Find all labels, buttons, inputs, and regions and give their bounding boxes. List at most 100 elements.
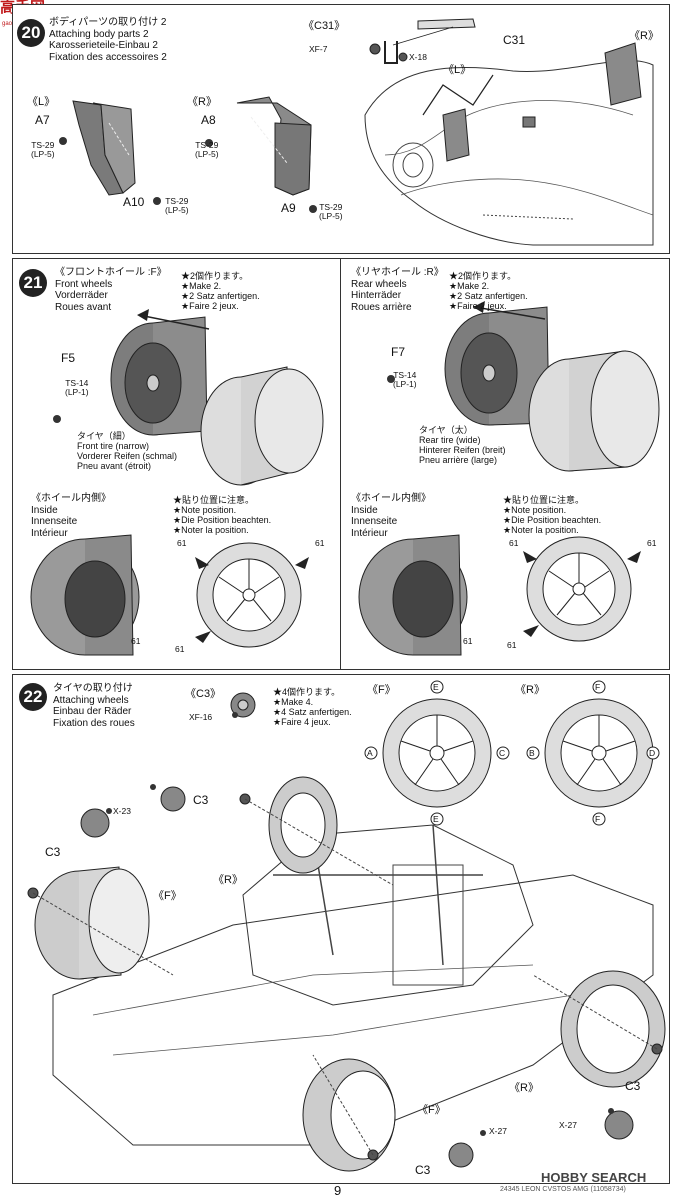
inside-note-de: ★Die Position beachten. bbox=[173, 515, 272, 525]
r-tag: 《R》 bbox=[515, 684, 545, 696]
rear-de: Hinterräder bbox=[351, 290, 402, 301]
inside-tag-jp: 《ホイール内側》 bbox=[351, 493, 431, 504]
letter-d: D bbox=[649, 748, 656, 758]
front-tag-jp: 《フロントホイール :F》 bbox=[55, 267, 167, 278]
a8-label: A8 bbox=[201, 113, 216, 127]
inside-fr: Intérieur bbox=[31, 527, 68, 539]
inside-note-jp: ★貼り位置に注意。 bbox=[173, 495, 255, 505]
front-en: Front wheels bbox=[55, 278, 113, 290]
front-fr: Roues avant bbox=[55, 301, 112, 313]
decal-61: 61 bbox=[509, 538, 519, 548]
inside-fr: Intérieur bbox=[351, 527, 388, 539]
right-tag: 《R》 bbox=[187, 96, 217, 108]
make-de: ★4 Satz anfertigen. bbox=[273, 707, 352, 717]
rear-en: Rear wheels bbox=[351, 278, 407, 290]
c3-label: C3 bbox=[625, 1079, 641, 1093]
inside-note-jp: ★貼り位置に注意。 bbox=[503, 495, 585, 505]
ts29-label: TS-29 bbox=[319, 202, 343, 212]
front-make-jp: ★2個作ります。 bbox=[181, 271, 249, 281]
title-en: Attaching body parts 2 bbox=[49, 28, 149, 40]
view-l: 《L》 bbox=[443, 64, 472, 76]
decal-61: 61 bbox=[131, 636, 141, 646]
xf16-label: XF-16 bbox=[189, 712, 213, 722]
ts29-label: TS-29 bbox=[165, 196, 189, 206]
letter-f: F bbox=[595, 682, 601, 692]
front-make-de: ★2 Satz anfertigen. bbox=[181, 291, 260, 301]
decal-61: 61 bbox=[507, 640, 517, 650]
make-fr: ★Faire 4 jeux. bbox=[273, 717, 331, 727]
front-tire-fr: Pneu avant (étroit) bbox=[77, 461, 152, 471]
inside-note-fr: ★Noter la position. bbox=[503, 525, 579, 535]
c31-label: C31 bbox=[503, 33, 526, 47]
letter-e: E bbox=[433, 814, 439, 824]
a10-label: A10 bbox=[123, 195, 145, 209]
letter-f: F bbox=[595, 814, 601, 824]
title-fr: Fixation des accessoires 2 bbox=[49, 51, 167, 63]
step-21-panel: 21 《フロントホイール :F》 Front wheels Vorderräde… bbox=[12, 258, 670, 670]
x27-label: X-27 bbox=[559, 1120, 577, 1130]
lp1-label: (LP-1) bbox=[393, 379, 417, 389]
step-number: 21 bbox=[19, 269, 47, 297]
inside-en: Inside bbox=[351, 504, 378, 516]
rear-tire-en: Rear tire (wide) bbox=[419, 435, 481, 445]
decal-61: 61 bbox=[647, 538, 657, 548]
ts29-label: TS-29 bbox=[31, 140, 55, 150]
f-tag: 《F》 bbox=[367, 684, 396, 696]
c31-tag: 《C31》 bbox=[303, 20, 346, 32]
decal-61: 61 bbox=[177, 538, 187, 548]
rear-tire-fr: Pneu arrière (large) bbox=[419, 455, 498, 465]
title-jp: ボディパーツの取り付け 2 bbox=[49, 17, 167, 28]
step-number: 22 bbox=[19, 683, 47, 711]
front-tire-jp: タイヤ（細） bbox=[77, 431, 131, 441]
inside-note-en: ★Note position. bbox=[503, 505, 567, 515]
step-20-drawing bbox=[59, 18, 654, 246]
page-number: 9 bbox=[334, 1183, 342, 1198]
c3-tag: 《C3》 bbox=[185, 688, 222, 700]
step-22-drawing bbox=[27, 680, 666, 1172]
rear-make-jp: ★2個作ります。 bbox=[449, 271, 517, 281]
step-number: 20 bbox=[17, 19, 45, 47]
inside-de: Innenseite bbox=[351, 516, 398, 527]
c3-label: C3 bbox=[193, 793, 209, 807]
inside-en: Inside bbox=[31, 504, 58, 516]
inside-note-en: ★Note position. bbox=[173, 505, 237, 515]
rear-fr: Roues arrière bbox=[351, 301, 412, 313]
c3-label: C3 bbox=[45, 845, 61, 859]
c3-label: C3 bbox=[415, 1163, 431, 1177]
lp5-label: (LP-5) bbox=[319, 211, 343, 221]
lp5-label: (LP-5) bbox=[195, 149, 219, 159]
f7-label: F7 bbox=[391, 345, 406, 359]
view-r: 《R》 bbox=[629, 30, 659, 42]
letter-e: E bbox=[433, 682, 439, 692]
r-wheel-tag: 《R》 bbox=[213, 874, 243, 886]
decal-61: 61 bbox=[315, 538, 325, 548]
front-make-fr: ★Faire 2 jeux. bbox=[181, 301, 239, 311]
rear-make-de: ★2 Satz anfertigen. bbox=[449, 291, 528, 301]
ts14-label: TS-14 bbox=[393, 370, 417, 380]
rear-tire-de: Hinterer Reifen (breit) bbox=[419, 445, 506, 455]
title-en: Attaching wheels bbox=[53, 694, 129, 706]
title-de: Einbau der Räder bbox=[53, 706, 132, 717]
product-code: 24345 LEON CVSTOS AMG (11058734) bbox=[500, 1186, 626, 1193]
front-de: Vorderräder bbox=[55, 290, 108, 301]
a9-label: A9 bbox=[281, 201, 296, 215]
inside-note-de: ★Die Position beachten. bbox=[503, 515, 602, 525]
step-22-panel: 22 タイヤの取り付け Attaching wheels Einbau der … bbox=[12, 674, 670, 1184]
front-tire-en: Front tire (narrow) bbox=[77, 441, 150, 451]
a7-label: A7 bbox=[35, 113, 50, 127]
f5-label: F5 bbox=[61, 351, 76, 365]
hobby-search-watermark: HOBBY SEARCH bbox=[541, 1170, 647, 1185]
lp5-label: (LP-5) bbox=[165, 205, 189, 215]
f-wheel-tag: 《F》 bbox=[153, 890, 182, 902]
rear-tire-jp: タイヤ（太） bbox=[419, 425, 473, 435]
lp5-label: (LP-5) bbox=[31, 149, 55, 159]
x23-label: X-23 bbox=[113, 806, 131, 816]
title-de: Karosserieteile-Einbau 2 bbox=[49, 40, 158, 51]
inside-tag-jp: 《ホイール内側》 bbox=[31, 493, 111, 504]
inside-note-fr: ★Noter la position. bbox=[173, 525, 249, 535]
lp1-label: (LP-1) bbox=[65, 387, 89, 397]
x27-label: X-27 bbox=[489, 1126, 507, 1136]
rear-make-fr: ★Faire 2 jeux. bbox=[449, 301, 507, 311]
title-fr: Fixation des roues bbox=[53, 717, 135, 729]
r-wheel-tag: 《R》 bbox=[509, 1082, 539, 1094]
